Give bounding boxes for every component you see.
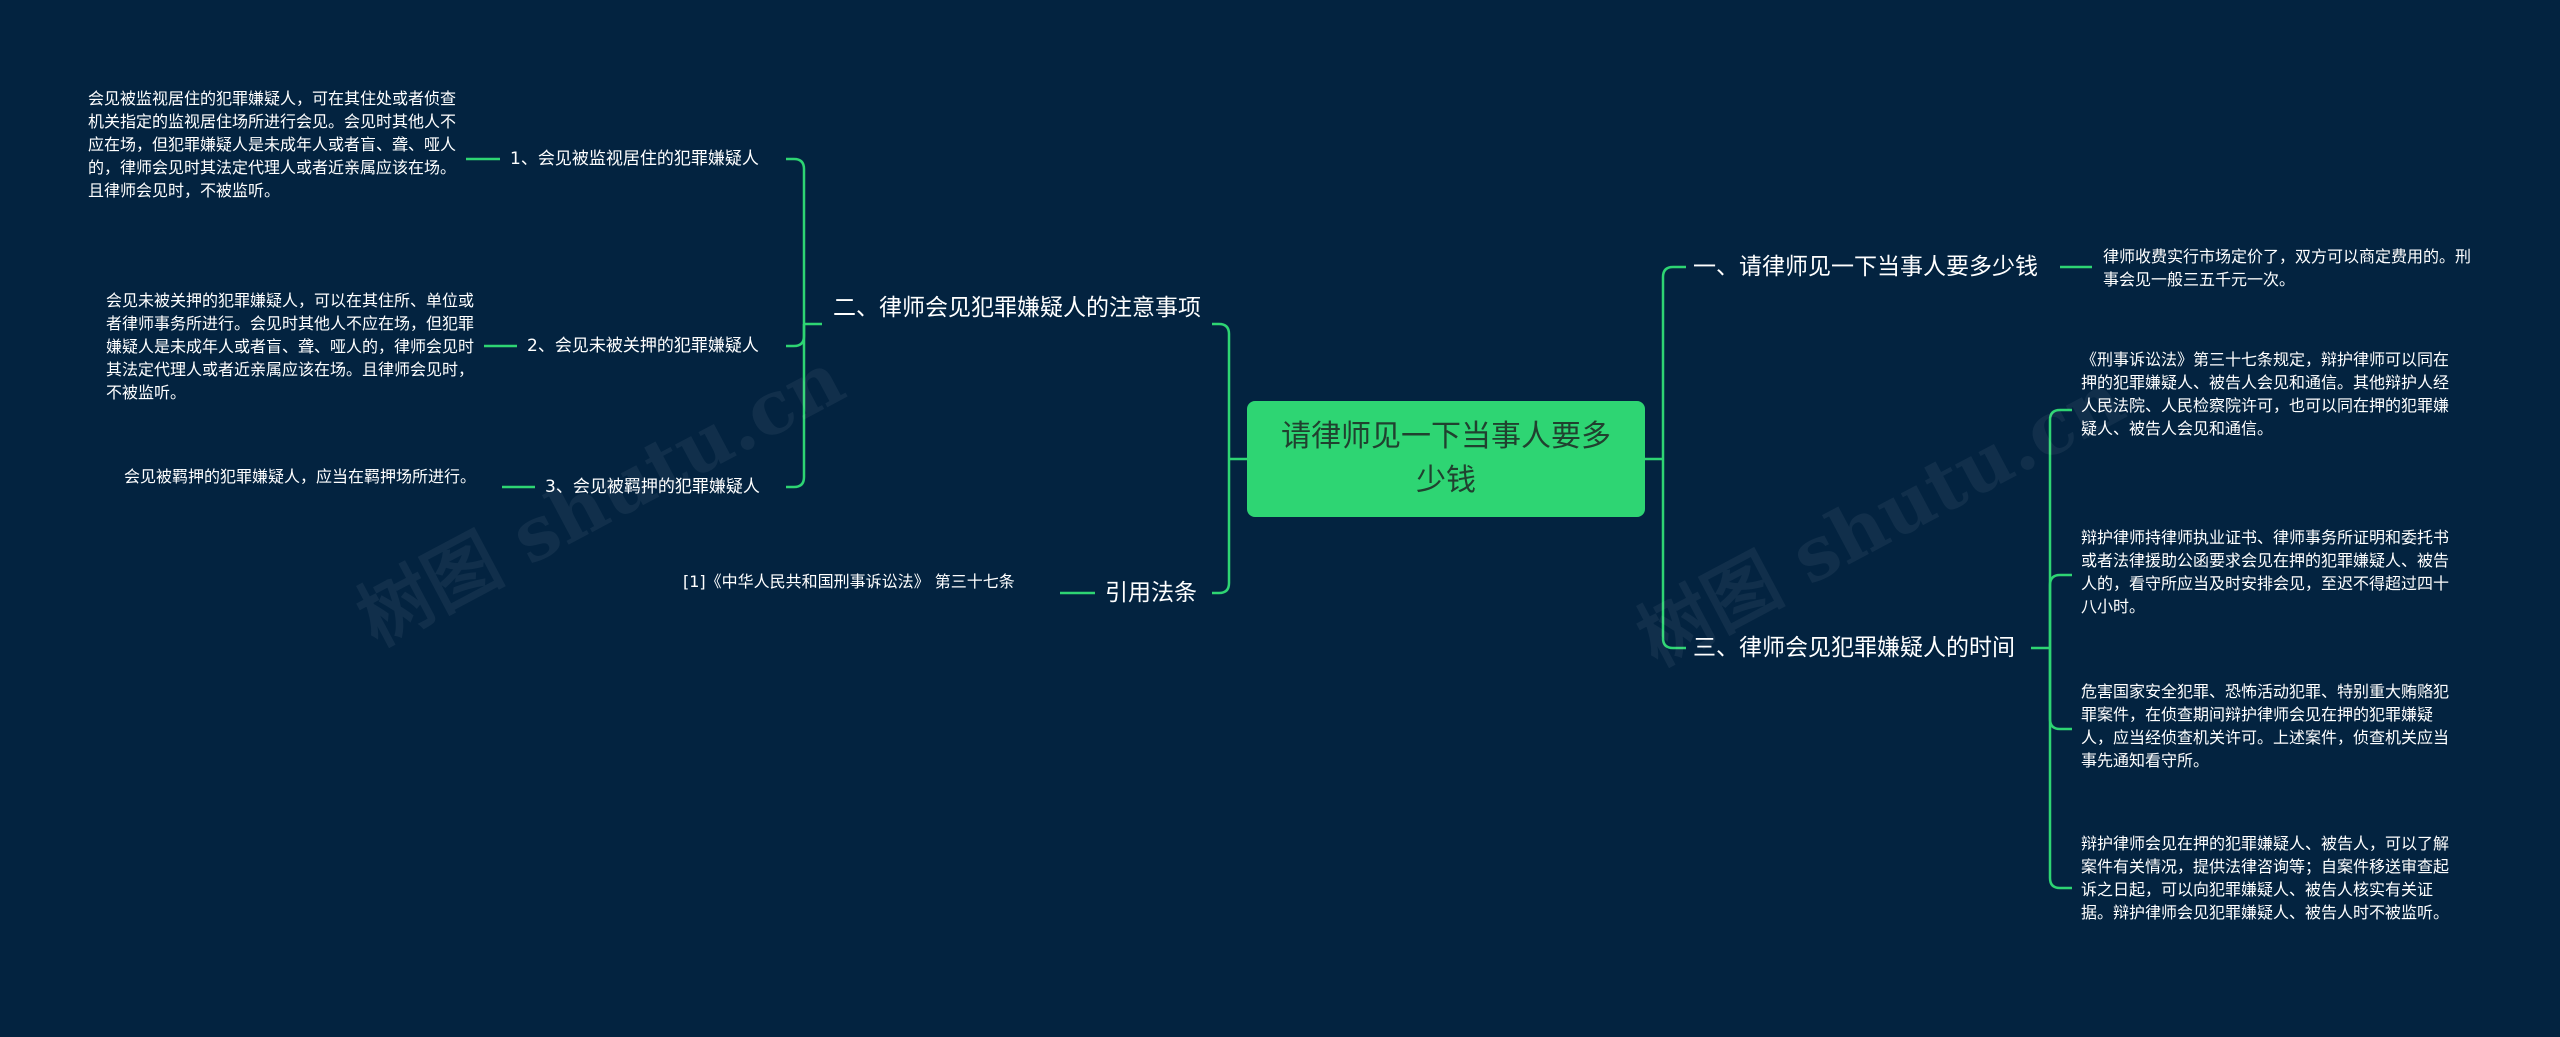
root-right-0	[1661, 265, 1686, 459]
item-not-detained-label[interactable]: 2、会见未被关押的犯罪嫌疑人	[527, 336, 759, 356]
b3-leaves-3	[2048, 648, 2072, 890]
b3-leaves-0	[2048, 408, 2072, 648]
item-surveillance-label[interactable]: 1、会见被监视居住的犯罪嫌疑人	[510, 149, 759, 169]
root-left-0	[1212, 322, 1231, 459]
leaf-time-3: 危害国家安全犯罪、恐怖活动犯罪、特别重大贿赂犯罪案件，在侦查期间辩护律师会见在押…	[2081, 682, 2450, 770]
leaf-surveillance: 会见被监视居住的犯罪嫌疑人，可在其住处或者侦查机关指定的监视居住场所进行会见。会…	[88, 89, 457, 200]
leaf-time-4: 辩护律师会见在押的犯罪嫌疑人、被告人，可以了解案件有关情况，提供法律咨询等；自案…	[2081, 834, 2450, 922]
root-right-1	[1661, 459, 1686, 650]
b2-items-0	[786, 157, 806, 324]
branch-fee[interactable]: 一、请律师见一下当事人要多少钱	[1693, 254, 2038, 280]
root-topic-label: 请律师见一下当事人要多少钱	[1281, 419, 1611, 498]
branch-meeting-time[interactable]: 三、律师会见犯罪嫌疑人的时间	[1693, 635, 2015, 661]
root-topic[interactable]: 请律师见一下当事人要多少钱	[1247, 401, 1645, 517]
leaf-cited-law: [1]《中华人民共和国刑事诉讼法》 第三十七条	[683, 572, 1015, 591]
leaf-time-2: 辩护律师持律师执业证书、律师事务所证明和委托书或者法律援助公函要求会见在押的犯罪…	[2081, 528, 2450, 616]
leaf-not-detained: 会见未被关押的犯罪嫌疑人，可以在其住所、单位或者律师事务所进行。会见时其他人不应…	[106, 291, 475, 402]
leaf-fee-detail: 律师收费实行市场定价了，双方可以商定费用的。刑事会见一般三五千元一次。	[2103, 247, 2472, 289]
leaf-detained: 会见被羁押的犯罪嫌疑人，应当在羁押场所进行。	[124, 467, 477, 486]
b3-leaves-1	[2048, 573, 2072, 648]
item-detained-label[interactable]: 3、会见被羁押的犯罪嫌疑人	[545, 477, 760, 497]
leaf-time-1: 《刑事诉讼法》第三十七条规定，辩护律师可以同在押的犯罪嫌疑人、被告人会见和通信。…	[2081, 350, 2450, 438]
root-left-1	[1212, 459, 1231, 595]
branch-cited-law[interactable]: 引用法条	[1105, 580, 1197, 606]
b2-items-1	[786, 324, 806, 348]
branch-precautions[interactable]: 二、律师会见犯罪嫌疑人的注意事项	[833, 295, 1201, 321]
b2-items-2	[786, 324, 806, 489]
b3-leaves-2	[2048, 648, 2072, 731]
